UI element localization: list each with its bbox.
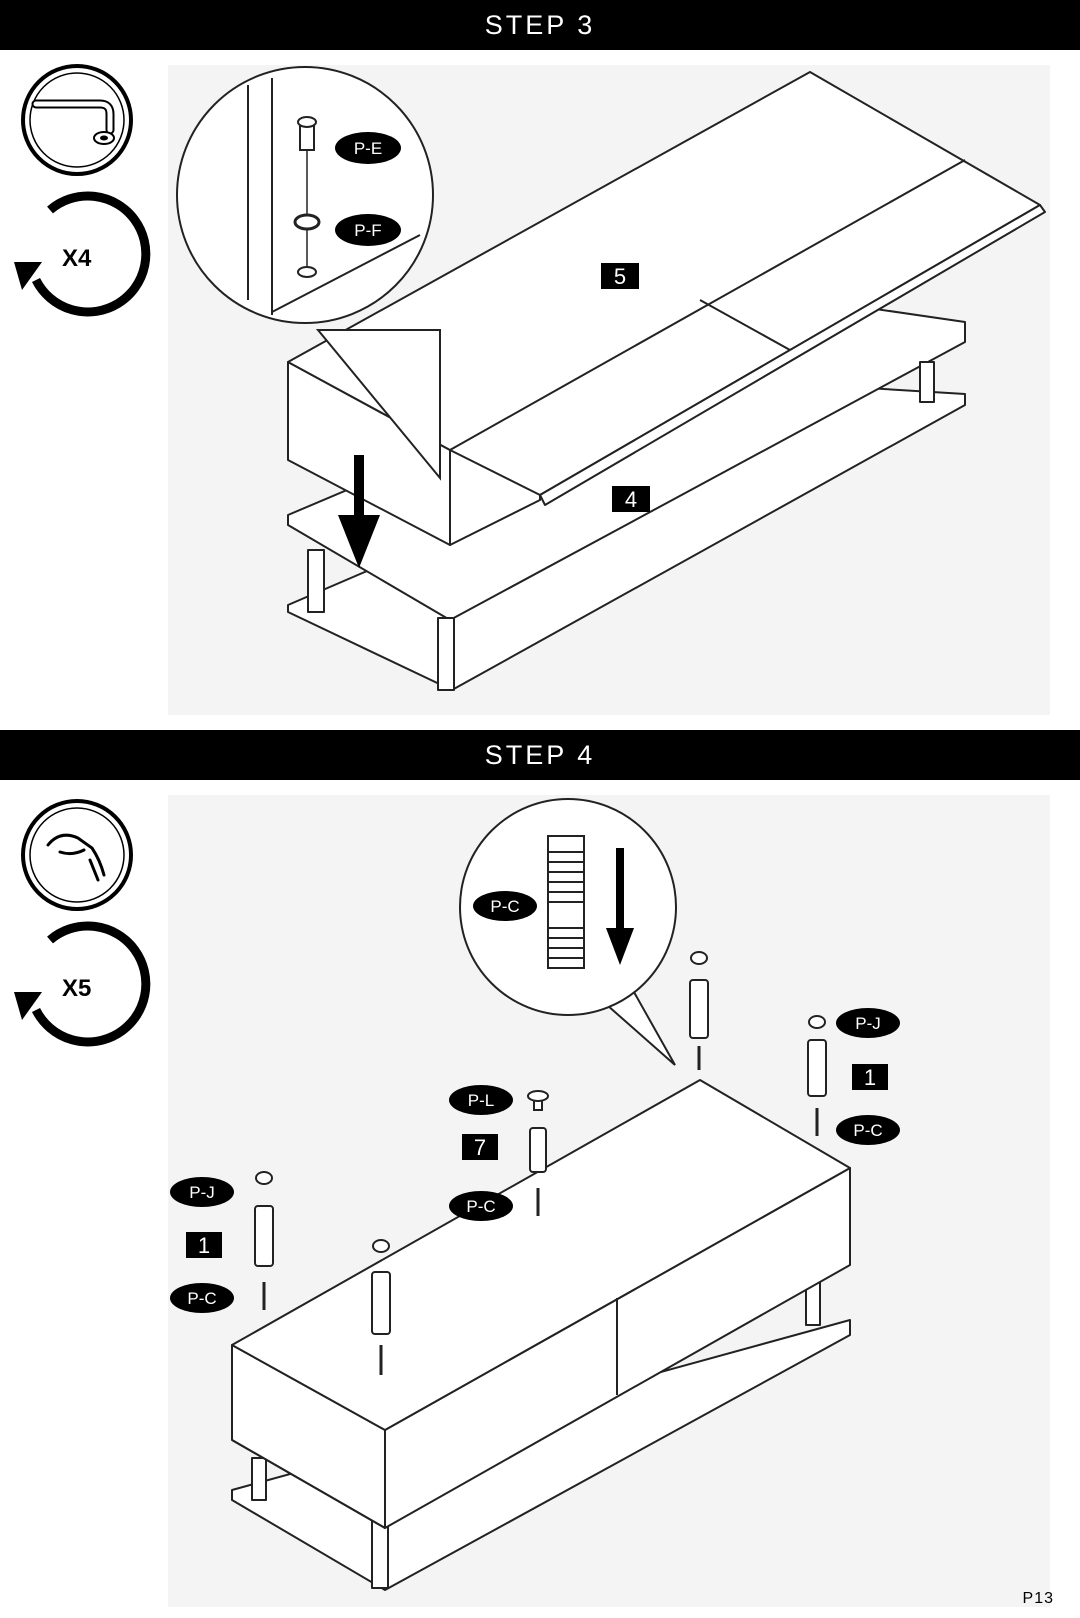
rotation-count-x4-icon: X4 xyxy=(14,191,151,317)
page-number: P13 xyxy=(1022,1590,1054,1607)
part-badge-p-c-callout xyxy=(473,891,537,921)
allen-key-icon xyxy=(21,64,133,176)
part-label-p-c-left: P-C xyxy=(187,1289,216,1308)
step-4-part-labels: P-J 1 P-C P-L 7 P-C P-J 1 P-C xyxy=(170,1008,900,1313)
part-label-p-j-right: P-J xyxy=(855,1014,881,1033)
step-4-header: STEP 4 xyxy=(0,730,1080,780)
step-4-detail-callout: P-C xyxy=(459,798,677,1066)
part-badge-p-f xyxy=(335,214,401,246)
step-3-header: STEP 3 xyxy=(0,0,1080,50)
part-label-p-c-right: P-C xyxy=(853,1121,882,1140)
step-3-panel-labels: 5 4 xyxy=(601,263,650,512)
step-4-count: X5 xyxy=(62,975,91,1002)
panel-number-1-left: 1 xyxy=(198,1233,210,1258)
part-label-p-c-middle: P-C xyxy=(466,1197,495,1216)
panel-number-5: 5 xyxy=(614,264,626,289)
step-4-title: STEP 4 xyxy=(484,739,596,770)
panel-number-1-right: 1 xyxy=(864,1065,876,1090)
step-3-title: STEP 3 xyxy=(484,9,596,40)
panel-number-7: 7 xyxy=(474,1135,486,1160)
step-3-cabinet-drawing xyxy=(287,71,1046,691)
step-4-legs xyxy=(254,951,827,1375)
part-label-p-l: P-L xyxy=(468,1091,494,1110)
part-label-p-c-callout: P-C xyxy=(490,897,519,916)
step-3-count: X4 xyxy=(62,245,92,272)
hand-tighten-icon xyxy=(21,799,133,911)
step-3-detail-callout: P-E P-F xyxy=(176,66,441,481)
panel-number-4: 4 xyxy=(625,487,637,512)
step-4-cabinet-drawing xyxy=(231,1079,851,1591)
part-badge-p-e xyxy=(335,132,401,164)
part-label-p-j-left: P-J xyxy=(189,1183,215,1202)
part-label-p-f: P-F xyxy=(354,221,381,240)
rotation-count-x5-icon: X5 xyxy=(14,921,151,1047)
part-label-p-e: P-E xyxy=(354,139,382,158)
